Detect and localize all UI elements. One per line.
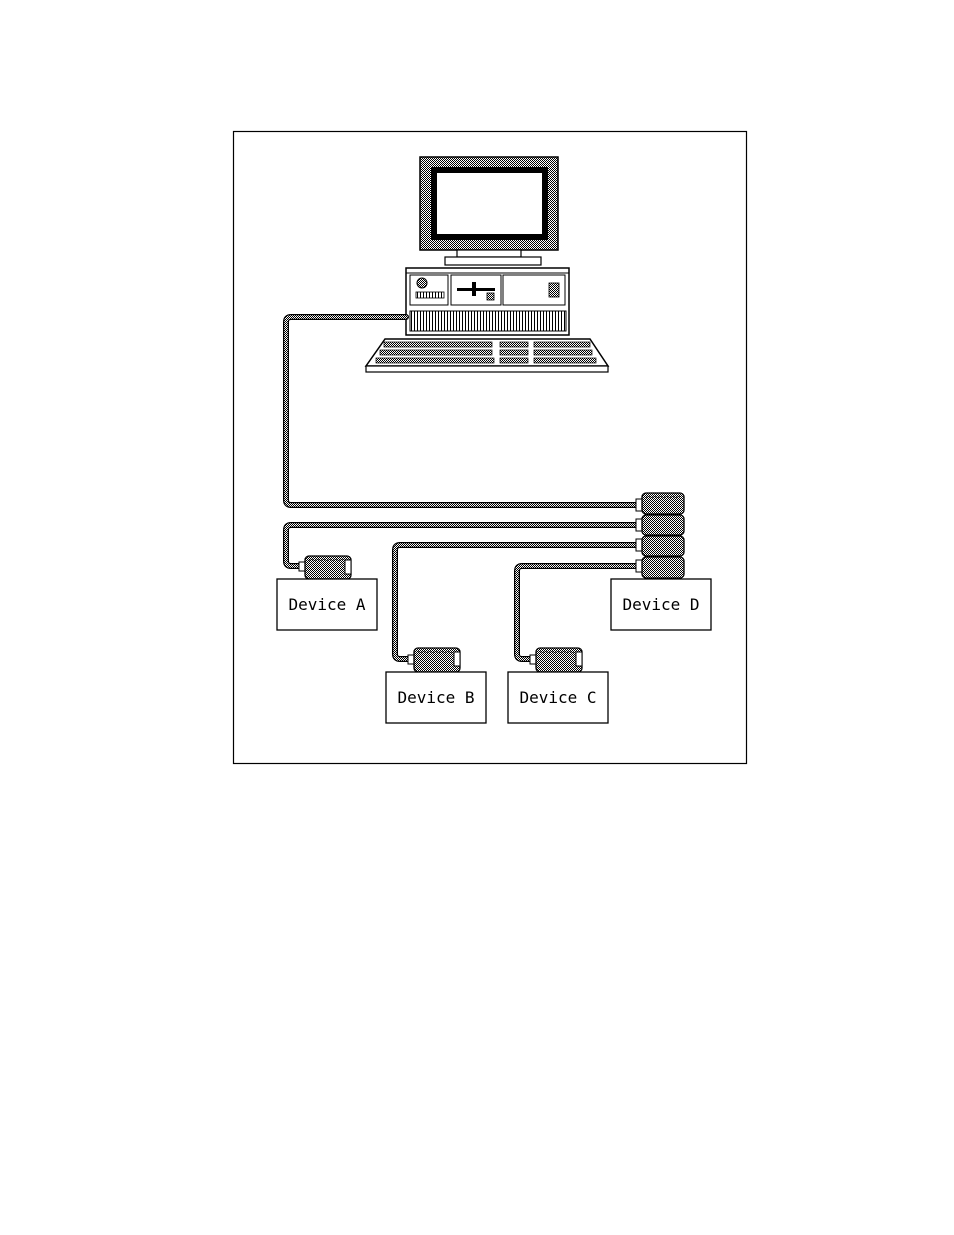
connector-icon — [636, 515, 684, 535]
device-c-label: Device C — [519, 688, 596, 707]
floppy-light — [487, 293, 494, 300]
device-b-label: Device B — [397, 688, 474, 707]
device-c-box: Device C — [508, 672, 608, 723]
power-knob-icon — [417, 278, 427, 288]
device-a-label: Device A — [288, 595, 365, 614]
connector-stack — [636, 493, 684, 578]
connector-icon — [636, 536, 684, 556]
keyboard-front — [366, 366, 608, 372]
drive-bay-indicator — [549, 283, 559, 297]
monitor-stand — [457, 250, 521, 257]
connector-icon — [299, 556, 351, 579]
device-d-label: Device D — [622, 595, 699, 614]
unit-panel-left — [410, 275, 448, 305]
connector-icon — [408, 648, 460, 672]
device-d-box: Device D — [611, 579, 711, 630]
monitor-screen — [437, 173, 542, 234]
connector-icon — [636, 557, 684, 578]
computer-icon — [366, 157, 608, 372]
connector-icon — [636, 493, 684, 514]
connector-icon — [530, 648, 582, 672]
monitor-base — [445, 257, 541, 265]
device-a-box: Device A — [277, 579, 377, 630]
device-b-box: Device B — [386, 672, 486, 723]
floppy-latch — [472, 282, 476, 296]
unit-vent-small — [416, 292, 444, 298]
unit-vent-grille — [410, 311, 566, 331]
